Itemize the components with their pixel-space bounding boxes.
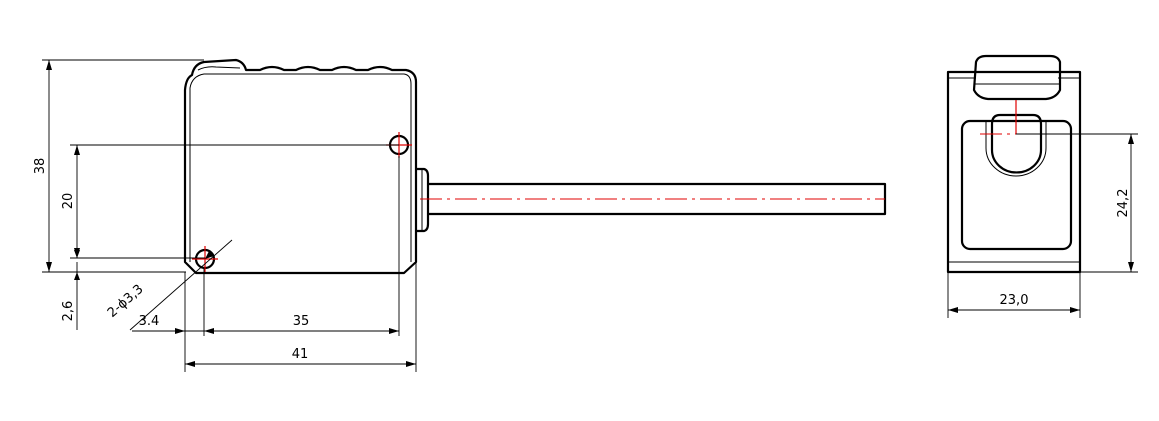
front-top-ridge — [197, 66, 241, 71]
arrows-2-6 — [74, 250, 80, 280]
dim-text-hole-offset-bottom: 2,6 — [61, 301, 76, 322]
dim-text-overall-height: 38 — [33, 158, 48, 175]
front-view: 38 20 2,6 2-ϕ3,3 3.4 35 41 — [33, 58, 887, 372]
side-cap — [972, 54, 1062, 101]
cable-gland — [416, 167, 430, 233]
cable-opening — [990, 113, 1043, 174]
dim-text-side-height: 24,2 — [1116, 189, 1131, 218]
front-body-outline — [183, 58, 418, 275]
side-window — [960, 119, 1073, 251]
hole-callout-arrow — [205, 251, 214, 259]
cable-opening-inner — [985, 121, 1047, 177]
dim-text-hole-offset-left: 3.4 — [139, 314, 160, 329]
dim-text-hole-spacing-horizontal: 35 — [293, 314, 310, 329]
side-view: 24,2 23,0 — [946, 54, 1138, 318]
front-body-bevel — [189, 73, 412, 262]
hole-callout-leader — [129, 239, 233, 331]
dim-text-overall-length: 41 — [292, 347, 309, 362]
dim-text-side-width: 23,0 — [1000, 293, 1029, 308]
dim-text-hole-spacing-vertical: 20 — [61, 193, 76, 210]
